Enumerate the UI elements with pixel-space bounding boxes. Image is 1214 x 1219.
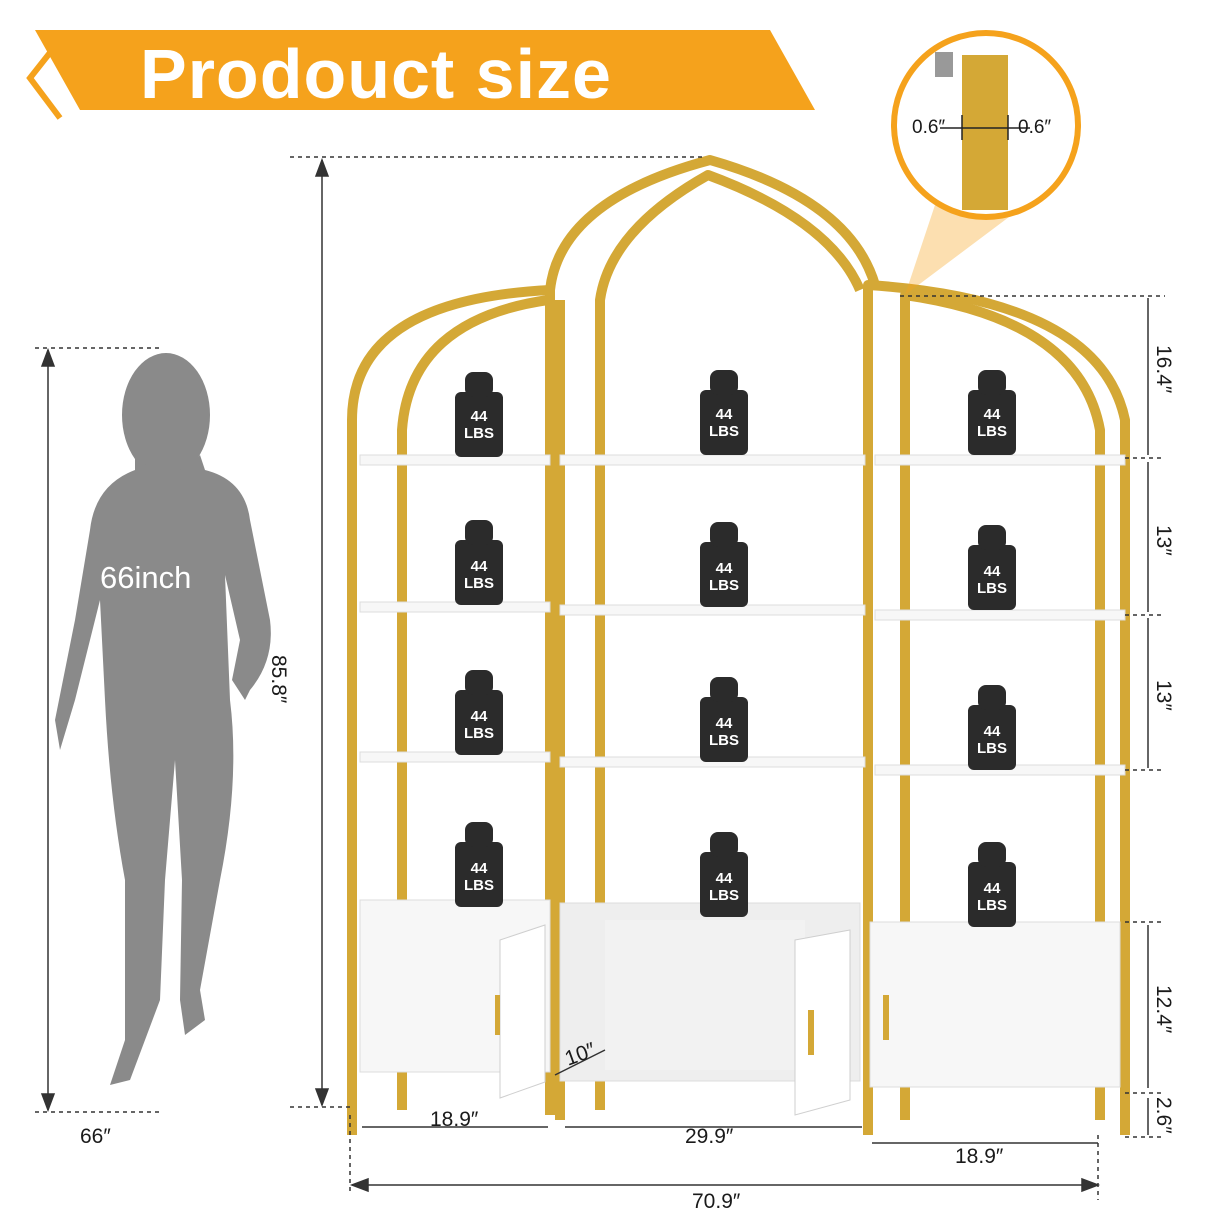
dimension-lines [35, 156, 1165, 1200]
detail-left-label: 0.6″ [912, 117, 946, 138]
person-silhouette [55, 353, 271, 1085]
weight-unit: LBS [977, 423, 1007, 440]
weight-5 [700, 522, 748, 607]
weights [455, 370, 1016, 927]
person-height-label: 66inch [100, 560, 192, 595]
weight-value: 44 [983, 563, 1001, 580]
weight-value: 44 [470, 558, 488, 575]
weight-8 [700, 677, 748, 762]
weight-4 [455, 520, 503, 605]
weight-value: 44 [715, 870, 733, 887]
weight-12 [968, 842, 1016, 927]
total-height-label: 85.8″ [267, 655, 290, 704]
weight-7 [455, 670, 503, 755]
weight-value: 44 [983, 406, 1001, 423]
cabinet-height-label: 12.4″ [1152, 985, 1175, 1034]
leg-height-label: 2.6″ [1152, 1097, 1175, 1134]
weight-unit: LBS [977, 897, 1007, 914]
shelf-frame [347, 155, 1130, 1135]
weight-2 [700, 370, 748, 455]
weight-1 [455, 372, 503, 457]
right-width-label: 18.9″ [955, 1145, 1004, 1168]
weight-unit: LBS [464, 575, 494, 592]
detail-callout [891, 30, 1081, 295]
weight-unit: LBS [709, 887, 739, 904]
weight-9 [968, 685, 1016, 770]
weight-unit: LBS [464, 877, 494, 894]
banner [26, 30, 815, 120]
weight-value: 44 [715, 715, 733, 732]
detail-right-label: 0.6″ [1018, 117, 1052, 138]
page-title: Prodouct size [140, 35, 612, 113]
weight-value: 44 [470, 860, 488, 877]
weight-unit: LBS [464, 425, 494, 442]
total-width-label: 70.9″ [692, 1190, 741, 1213]
weight-unit: LBS [977, 740, 1007, 757]
middle-width-label: 29.9″ [685, 1125, 734, 1148]
weight-value: 44 [470, 708, 488, 725]
weight-unit: LBS [709, 577, 739, 594]
weight-3 [968, 370, 1016, 455]
weight-unit: LBS [977, 580, 1007, 597]
weight-6 [968, 525, 1016, 610]
shelf-gap-1-label: 13″ [1152, 525, 1175, 556]
cabinets [359, 899, 1121, 1116]
weight-value: 44 [715, 560, 733, 577]
top-arch-height-label: 16.4″ [1152, 345, 1175, 394]
weight-unit: LBS [709, 423, 739, 440]
weight-10 [455, 822, 503, 907]
weight-11 [700, 832, 748, 917]
weight-value: 44 [715, 406, 733, 423]
weight-value: 44 [470, 408, 488, 425]
left-width-label: 18.9″ [430, 1108, 479, 1131]
weight-unit: LBS [709, 732, 739, 749]
weight-unit: LBS [464, 725, 494, 742]
weight-value: 44 [983, 723, 1001, 740]
shelf-gap-2-label: 13″ [1152, 680, 1175, 711]
person-height-dim-label: 66″ [80, 1125, 111, 1148]
weight-value: 44 [983, 880, 1001, 897]
